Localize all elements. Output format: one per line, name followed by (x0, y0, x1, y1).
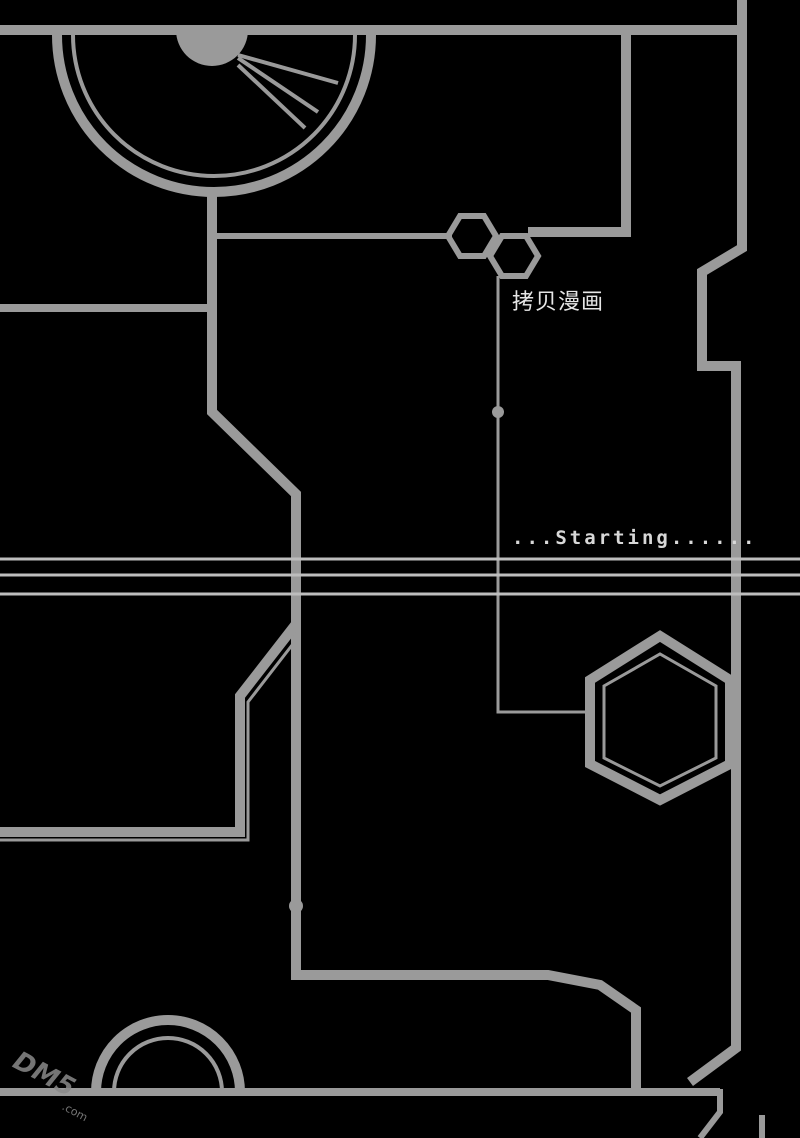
node-dot-1 (492, 406, 504, 418)
brand-label: 拷贝漫画 (512, 290, 605, 315)
bottom-right-trace (690, 1089, 723, 1138)
spoke-3 (236, 56, 320, 114)
starting-status: ...Starting...... (512, 527, 758, 549)
top-semicircle-inner (71, 34, 357, 178)
small-hex-1 (444, 213, 500, 259)
right-frame (687, 0, 747, 1087)
small-hex-2 (486, 233, 542, 279)
thin-trace (496, 276, 590, 714)
large-hex-inner (602, 652, 718, 788)
spoke-1 (237, 53, 339, 85)
bottom-arc-outer (91, 1015, 245, 1093)
large-hex-outer (585, 630, 735, 806)
inner-right-rail (528, 35, 631, 237)
node-dot-2 (289, 899, 303, 913)
spoke-2 (236, 63, 307, 130)
bottom-arc-inner (112, 1036, 224, 1093)
hub-disc (176, 30, 248, 66)
lower-left-box (0, 620, 300, 837)
lower-left-box-inner (0, 639, 298, 842)
left-stem (207, 192, 641, 1088)
